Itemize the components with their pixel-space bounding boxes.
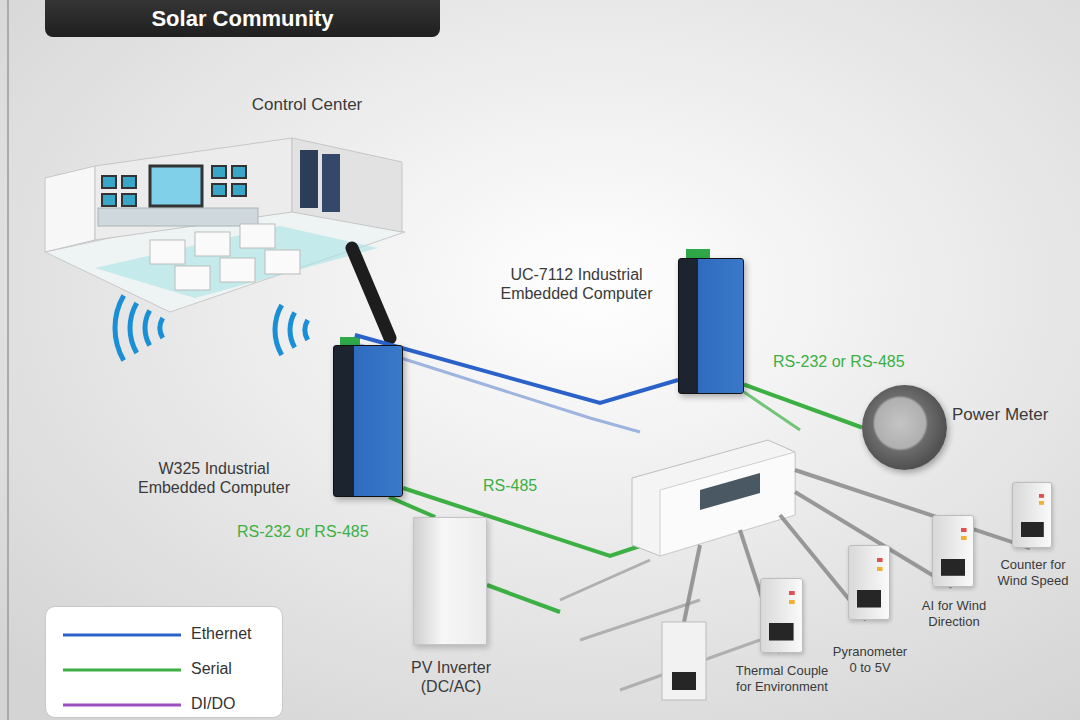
small-screen <box>232 184 246 196</box>
connector-label: RS-232 or RS-485 <box>237 523 369 541</box>
node-label: UC-7112 Industrial Embedded Computer <box>479 265 674 303</box>
node-label: Counter for Wind Speed <box>987 557 1079 588</box>
serial-wire <box>744 392 800 430</box>
small-screen <box>102 176 116 188</box>
node-label: Pyranometer 0 to 5V <box>828 644 912 675</box>
operator-desk <box>175 266 210 290</box>
wireless-arc <box>130 303 137 353</box>
antenna <box>352 248 390 338</box>
small-screen <box>212 184 226 196</box>
grid-wires <box>560 560 760 690</box>
wireless-arc <box>145 311 150 346</box>
connector <box>389 497 435 517</box>
node-label: PV Inverter (DC/AC) <box>388 658 514 696</box>
frame-line <box>7 0 9 720</box>
room-left-wall <box>45 166 95 252</box>
big-screen <box>150 166 202 206</box>
operator-desk <box>150 240 185 264</box>
io-module-display <box>700 473 760 510</box>
legend-line <box>63 634 181 637</box>
legend-text: Ethernet <box>191 625 251 643</box>
operator-desk <box>220 258 255 282</box>
small-screen <box>212 166 226 178</box>
control-room: Control Center <box>40 135 410 335</box>
server-rack <box>300 150 318 208</box>
server-rack <box>322 154 340 212</box>
title-text: Solar Community <box>151 0 333 37</box>
signal-label: RS-485 <box>483 477 537 495</box>
legend-sample <box>63 630 181 640</box>
node-label: Control Center <box>207 95 407 115</box>
sensor-wire <box>795 470 1030 548</box>
io-module <box>632 440 795 556</box>
console-desk <box>98 208 258 226</box>
legend-row: Serial <box>46 659 282 681</box>
legend-row: DI/DO <box>46 694 282 716</box>
small-screen <box>102 194 116 206</box>
sensor-module: Counter for Wind Speed <box>1012 482 1052 548</box>
wireless-arc <box>290 313 295 348</box>
embedded-computer: UC-7112 Industrial Embedded Computer <box>678 258 744 394</box>
sensor-module: Thermal Couple for Environment <box>760 578 803 653</box>
wireless-arc <box>305 320 308 340</box>
wireless-signal <box>115 296 308 361</box>
operator-desk <box>240 224 275 248</box>
sensor-display <box>672 672 696 690</box>
sensor-module: AI for Wind Direction <box>932 515 974 587</box>
legend-line <box>63 669 181 672</box>
node-label: W325 Industrial Embedded Computer <box>119 459 309 497</box>
room-floor-glow <box>95 226 378 298</box>
room-right-wall <box>292 138 402 232</box>
io-module-face <box>660 452 795 556</box>
node-label: Power Meter <box>952 405 1077 425</box>
wireless-arc <box>115 296 124 361</box>
small-screen <box>232 166 246 178</box>
legend-sample <box>63 700 181 710</box>
node-label: Thermal Couple for Environment <box>727 663 837 694</box>
legend-text: Serial <box>191 660 232 678</box>
node-label: AI for Wind Direction <box>909 598 999 629</box>
connector <box>355 335 678 403</box>
operator-desk <box>195 232 230 256</box>
sensor-module: Pyranometer 0 to 5V <box>848 545 890 620</box>
small-screen <box>122 176 136 188</box>
legend-sample <box>63 665 181 675</box>
connector <box>744 385 862 428</box>
embedded-computer: W325 Industrial Embedded Computer <box>333 345 403 497</box>
legend-box: EthernetSerialDI/DO <box>45 606 283 718</box>
title-banner: Solar Community <box>45 0 440 37</box>
sensor-wires <box>684 470 1030 653</box>
power-meter: Power Meter <box>862 385 947 470</box>
connector-label: RS-232 or RS-485 <box>773 353 905 371</box>
legend-row: Ethernet <box>46 624 282 646</box>
wireless-arc <box>275 305 282 355</box>
legend-text: DI/DO <box>191 695 235 713</box>
operator-desk <box>265 250 300 274</box>
serial-wire <box>487 585 560 612</box>
legend-line <box>63 704 181 707</box>
wireless-arc <box>160 318 163 338</box>
sensor-module <box>662 622 706 700</box>
sensor-wire <box>684 545 700 622</box>
pv-inverter: PV Inverter (DC/AC) <box>413 517 487 645</box>
small-screen <box>122 194 136 206</box>
grid-wire <box>560 560 650 600</box>
